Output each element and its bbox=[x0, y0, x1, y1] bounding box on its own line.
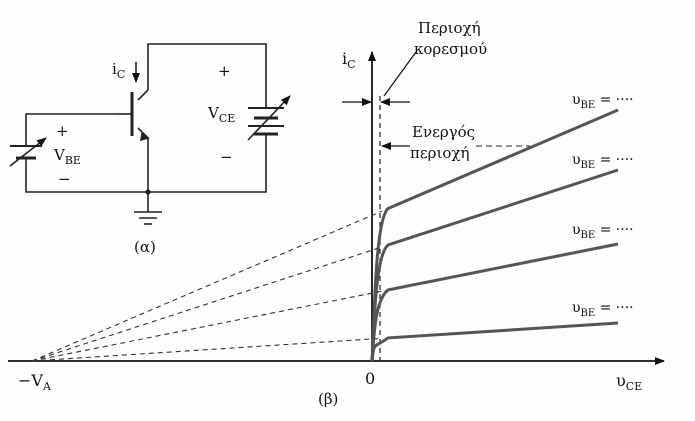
collector-lead bbox=[137, 89, 149, 101]
base-wire bbox=[25, 113, 118, 142]
saturation-label-2: κορεσμού bbox=[414, 40, 487, 58]
saturation-pointer bbox=[383, 51, 417, 97]
graph-caption: (β) bbox=[318, 390, 338, 408]
vbe-plus: + bbox=[56, 122, 69, 140]
emitter-wire bbox=[137, 127, 149, 212]
vce-label: VCE bbox=[207, 104, 235, 125]
characteristic-curve-3 bbox=[370, 242, 619, 362]
curve-label-1: υBE = ···· bbox=[572, 92, 634, 111]
vbe-minus: − bbox=[58, 170, 71, 188]
characteristic-graph bbox=[8, 51, 665, 365]
circuit-diagram bbox=[9, 43, 291, 225]
extrapolation-line-3 bbox=[31, 290, 383, 362]
vce-minus: − bbox=[220, 148, 233, 166]
ic-label: iC bbox=[112, 60, 125, 81]
circuit-caption: (α) bbox=[134, 238, 156, 256]
active-label-1: Ενεργός bbox=[412, 123, 475, 141]
vbe-label: VBE bbox=[53, 146, 81, 167]
curve-label-4: υBE = ···· bbox=[572, 300, 634, 319]
curve-group bbox=[31, 108, 619, 362]
x-axis-label: υCE bbox=[616, 371, 642, 393]
extrapolation-line-1 bbox=[31, 210, 383, 362]
emitter-arrow bbox=[140, 132, 150, 142]
saturation-label-1: Περιοχή bbox=[418, 19, 481, 37]
vbe-variable-arrow bbox=[9, 137, 47, 167]
active-label-2: περιοχή bbox=[410, 144, 469, 162]
ground-node bbox=[145, 189, 151, 195]
curve-label-2: υBE = ···· bbox=[572, 152, 634, 171]
vce-variable-arrow bbox=[247, 95, 291, 141]
curve-label-3: υBE = ···· bbox=[572, 222, 634, 241]
characteristic-curve-4 bbox=[370, 321, 619, 362]
vbe-bottom-wire bbox=[25, 166, 148, 193]
collector-wire bbox=[147, 43, 267, 108]
vce-bottom-wire bbox=[148, 134, 267, 193]
vce-plus: + bbox=[218, 62, 231, 80]
origin-label: 0 bbox=[365, 369, 375, 388]
extrapolation-line-2 bbox=[31, 246, 383, 362]
y-axis-label: iC bbox=[342, 49, 356, 71]
extrapolation-line-4 bbox=[31, 337, 383, 362]
va-label: −VA bbox=[18, 371, 52, 393]
